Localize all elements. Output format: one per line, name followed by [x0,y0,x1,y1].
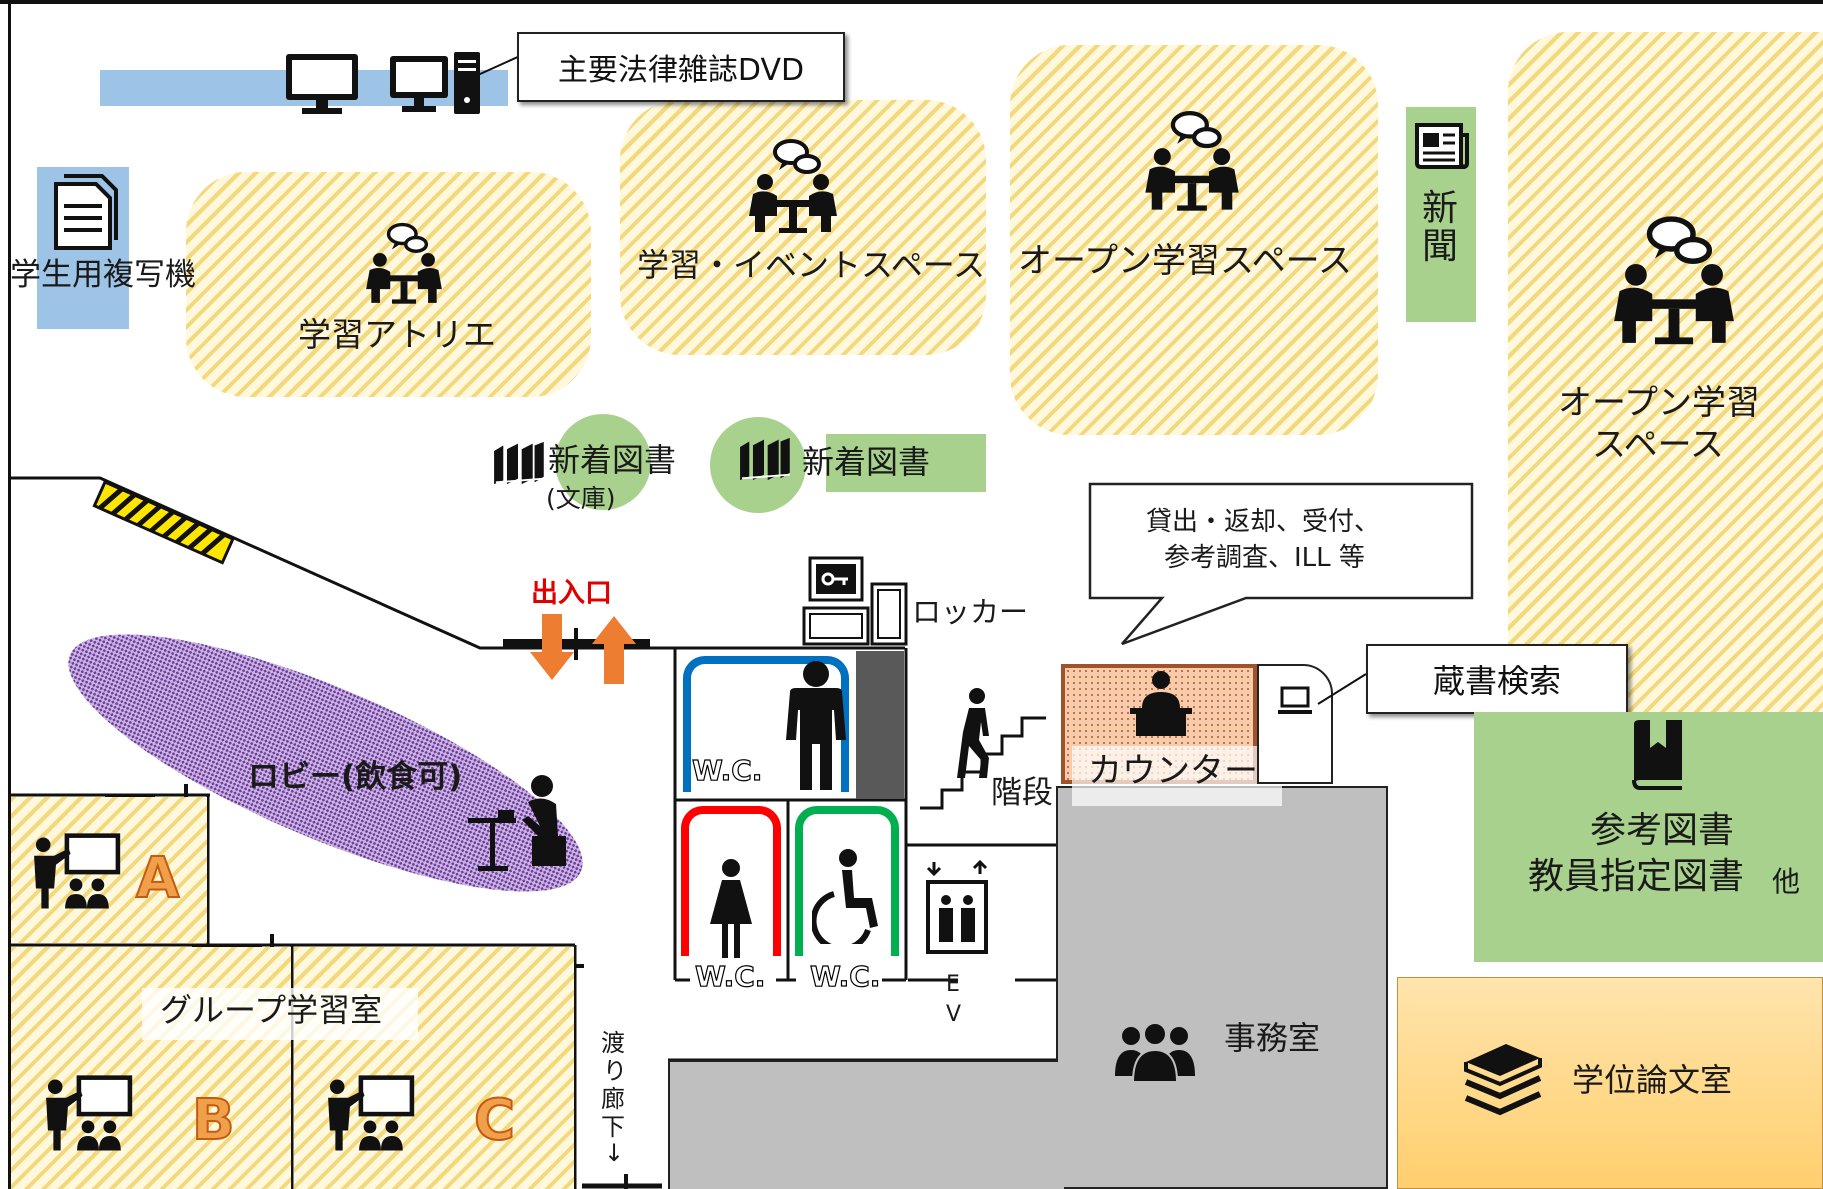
librarian-desk-icon [1130,671,1192,736]
office-gap-cover [1058,1058,1064,1064]
male-person-icon [786,661,846,790]
corridor-char-2: り [603,1057,627,1085]
room-c-label: C [473,1087,516,1154]
corridor-arrow: ↓ [604,1139,625,1167]
locker-icon [802,556,908,646]
room-b-label: B [191,1087,236,1154]
group-study-label-bg [142,988,418,1040]
person-at-table-icon [468,775,566,871]
newspaper-icon [1415,123,1469,169]
counter-label-bg [1072,746,1282,806]
male-wc-label: W.C. [691,753,763,787]
newspaper-label: 新聞 [1421,188,1458,267]
reference-label-line2: 教員指定図書 [1528,856,1745,897]
entrance-arrows-icon [530,614,636,684]
catalog-search-terminal-area [1257,664,1333,784]
open-space-1-label: オープン学習スペース [1018,241,1352,281]
teacher-board-icon [30,832,122,914]
stairs-person-icon [957,688,989,778]
new-books-circle-bunko [555,414,651,510]
wheelchair-icon [812,849,878,944]
open-space-2-label-line2: スペース [1592,425,1724,465]
computer-icon [286,54,358,114]
catalog-search-box: 蔵書検索 [1366,644,1628,714]
open-space-2-label-line1: オープン学習 [1558,383,1760,423]
room-a-label: A [135,845,180,912]
thesis-room-label: 学位論文室 [1572,1061,1733,1099]
shaft [856,651,904,799]
event-space-zone [620,100,986,355]
accessible-wc-label: W.C. [809,959,881,993]
ev-label-e: E [946,972,960,997]
document-icon [54,174,118,250]
locker-label: ロッカー [912,595,1029,629]
catalog-search-label: 蔵書検索 [1432,662,1561,700]
counter-services-line2: 参考調査、ILL 等 [1164,543,1365,573]
teacher-board-icon [42,1074,134,1156]
bookmark-book-icon [1632,720,1682,790]
counter-callout [1088,482,1474,646]
stairs-label: 階段 [991,775,1053,811]
event-space-label: 学習・イベントスペース [637,246,986,284]
ev-label-v: V [946,1002,962,1027]
female-person-icon [710,859,752,958]
dvd-label: 主要法律雑誌DVD [557,53,805,88]
corridor-char-3: 廊 [601,1085,625,1113]
open-space-zone-2 [1508,32,1823,712]
outer-wall-left [8,0,11,1189]
new-books-label: 新着図書 [802,443,931,481]
lobby-label: ロビー(飲食可) [248,759,463,795]
office-corridor-area [668,1060,1064,1189]
female-wc-label: W.C. [694,959,766,993]
corridor-char-1: 渡 [601,1029,625,1057]
female-wc-frame [681,806,781,956]
laptop-icon [1278,686,1312,714]
computer-tower-icon [390,52,480,114]
entrance-label: 出入口 [531,578,612,609]
counter-services-line1: 貸出・返却、受付、 [1146,507,1381,537]
copier-label: 学生用複写機 [10,257,196,293]
counter-label: カウンター [1088,751,1258,791]
open-space-zone-1 [1010,45,1378,435]
atelier-label: 学習アトリエ [298,315,496,354]
accessible-wc-frame [795,806,899,956]
catalog-callout-line [1317,673,1367,705]
corridor-char-4: 下 [601,1113,625,1141]
bunko-label: (文庫) [546,484,616,513]
teacher-board-icon [324,1074,416,1156]
reference-label-line1: 参考図書 [1590,810,1735,851]
elevator-icon [926,860,988,954]
people-group-icon [1115,1022,1195,1082]
new-books-shelf [826,434,986,492]
office-area [1056,786,1388,1189]
group-study-label: グループ学習室 [160,991,383,1029]
dvd-label-box: 主要法律雑誌DVD [517,32,845,102]
new-books-bunko-label: 新着図書 [548,441,677,479]
male-wc-frame [683,656,849,792]
outer-wall-top [0,0,1823,4]
book-stack-icon [1464,1044,1542,1116]
reference-other-label: 他 [1772,865,1801,898]
office-label: 事務室 [1224,1019,1321,1057]
